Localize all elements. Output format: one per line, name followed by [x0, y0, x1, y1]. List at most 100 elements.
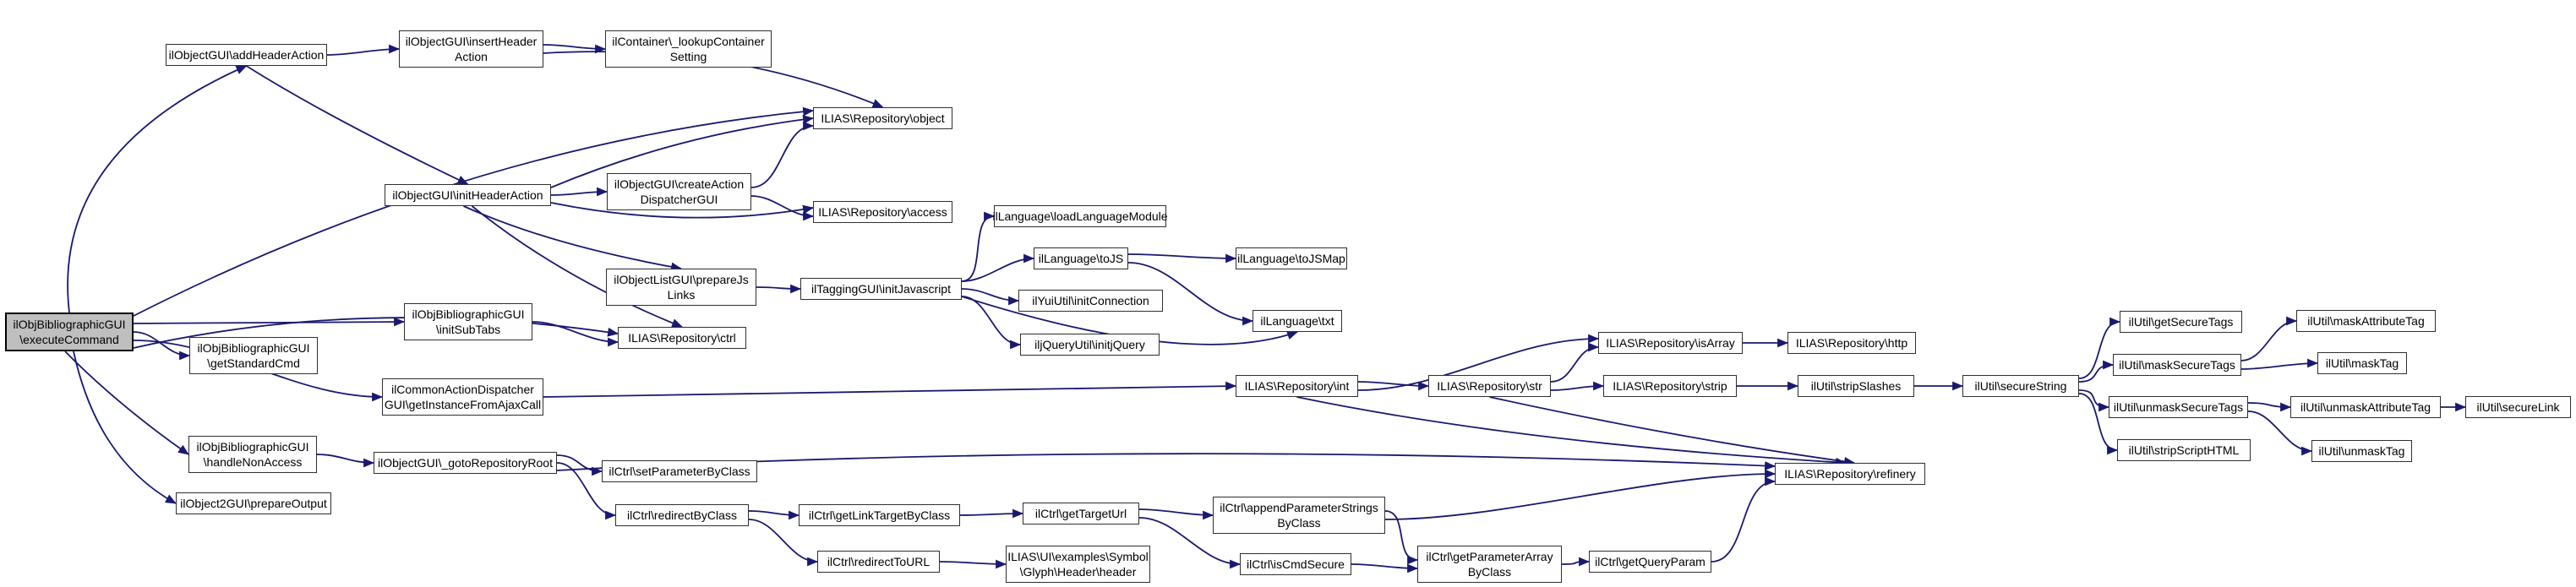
node-prepareJsLinks[interactable]: ilObjectListGUI\prepareJs Links: [606, 269, 756, 306]
node-label: ilUtil\secureString: [1974, 379, 2067, 393]
edge-redirectByClass-redirectToURL: [748, 519, 819, 567]
node-appendParameterStringsByClass[interactable]: ilCtrl\appendParameterStrings ByClass: [1213, 497, 1385, 534]
node-insertHeaderAction[interactable]: ilObjectGUI\insertHeader Action: [399, 30, 543, 68]
node-header[interactable]: ILIAS\UI\examples\Symbol \Glyph\Header\h…: [1006, 546, 1150, 583]
node-label: ilYuiUtil\initConnection: [1032, 294, 1149, 307]
node-isArray[interactable]: ILIAS\Repository\isArray: [1598, 332, 1743, 354]
edge-addHeaderAction-insertHeaderAction: [326, 44, 401, 56]
node-label: ilUtil\maskTag: [2325, 356, 2399, 370]
edge-executeCommand-getStandardCmd: [133, 331, 191, 361]
node-int[interactable]: ILIAS\Repository\int: [1236, 375, 1358, 397]
node-getStandardCmd[interactable]: ilObjBibliographicGUI \getStandardCmd: [189, 337, 318, 374]
node-unmaskTag[interactable]: ilUtil\unmaskTag: [2311, 440, 2412, 462]
node-unmaskAttributeTag[interactable]: ilUtil\unmaskAttributeTag: [2290, 396, 2441, 418]
node-executeCommand[interactable]: ilObjBibliographicGUI \executeCommand: [5, 313, 134, 351]
node-label: ilCtrl\getParameterArray ByClass: [1426, 550, 1553, 579]
node-label: ILIAS\Repository\access: [818, 205, 947, 219]
node-label: ilObjectGUI\initHeaderAction: [392, 188, 543, 202]
node-toJSMap[interactable]: ilLanguage\toJSMap: [1236, 247, 1347, 269]
node-prepareOutput[interactable]: ilObject2GUI\prepareOutput: [176, 492, 331, 514]
node-label: ILIAS\Repository\ctrl: [628, 331, 736, 345]
node-label: ILIAS\Repository\strip: [1613, 379, 1727, 393]
node-label: ilUtil\stripSlashes: [1810, 379, 1902, 393]
node-label: ilCtrl\getLinkTargetByClass: [808, 508, 951, 522]
node-initHeaderAction[interactable]: ilObjectGUI\initHeaderAction: [385, 184, 551, 206]
node-label: ilCtrl\getTargetUrl: [1034, 507, 1127, 520]
edge-str-strip: [1550, 381, 1605, 391]
node-getLinkTargetByClass[interactable]: ilCtrl\getLinkTargetByClass: [799, 504, 960, 526]
node-stripScriptHTML[interactable]: ilUtil\stripScriptHTML: [2117, 439, 2251, 461]
edge-initSubTabs-ctrl: [532, 321, 619, 347]
node-maskTag[interactable]: ilUtil\maskTag: [2317, 352, 2407, 374]
node-secureLink[interactable]: ilUtil\secureLink: [2465, 396, 2571, 418]
edge-initHeaderAction-createActionDispatcherGUI: [550, 187, 609, 197]
edge-getTargetUrl-appendParameterStringsByClass: [1138, 508, 1214, 520]
edge-prepareJsLinks-initJavascript: [756, 284, 802, 294]
node-lookupContainerSetting[interactable]: ilContainer\_lookupContainer Setting: [605, 30, 772, 68]
node-label: ilUtil\secureLink: [2476, 400, 2560, 414]
node-label: ILIAS\Repository\str: [1437, 379, 1542, 393]
node-initjQuery[interactable]: iljQueryUtil\initjQuery: [1020, 334, 1160, 356]
edge-getQueryParam-refinery: [1711, 476, 1776, 563]
edge-maskSecureTags-maskAttributeTag: [2240, 316, 2298, 361]
node-label: ilUtil\maskAttributeTag: [2307, 314, 2425, 328]
node-toJS[interactable]: ilLanguage\toJS: [1034, 247, 1128, 269]
node-initJavascript[interactable]: ilTaggingGUI\initJavascript: [800, 278, 962, 300]
node-label: ilObjectGUI\_gotoRepositoryRoot: [378, 456, 553, 470]
node-unmaskSecureTags[interactable]: ilUtil\unmaskSecureTags: [2109, 396, 2248, 418]
node-label: ilUtil\maskSecureTags: [2119, 358, 2235, 372]
node-label: ilLanguage\txt: [1260, 314, 1334, 328]
node-stripSlashes[interactable]: ilUtil\stripSlashes: [1798, 375, 1914, 397]
node-handleNonAccess[interactable]: ilObjBibliographicGUI \handleNonAccess: [188, 436, 317, 473]
node-label: ILIAS\UI\examples\Symbol \Glyph\Header\h…: [1007, 550, 1149, 579]
node-getParameterArrayByClass[interactable]: ilCtrl\getParameterArray ByClass: [1417, 546, 1562, 583]
node-txt[interactable]: ilLanguage\txt: [1253, 310, 1342, 332]
node-label: ilObjectGUI\createAction DispatcherGUI: [614, 177, 745, 206]
edge-secureString-maskSecureTags: [2078, 360, 2115, 383]
node-label: ilObjectGUI\addHeaderAction: [168, 48, 325, 62]
node-getQueryParam[interactable]: ilCtrl\getQueryParam: [1589, 551, 1711, 573]
edge-getLinkTargetByClass-getTargetUrl: [959, 508, 1024, 519]
node-strip[interactable]: ILIAS\Repository\strip: [1603, 375, 1737, 397]
node-object[interactable]: ILIAS\Repository\object: [813, 107, 952, 129]
node-redirectByClass[interactable]: ilCtrl\redirectByClass: [615, 504, 749, 526]
node-getInstanceFromAjaxCall[interactable]: ilCommonActionDispatcher GUI\getInstance…: [382, 378, 543, 416]
node-refinery[interactable]: ILIAS\Repository\refinery: [1775, 463, 1925, 485]
node-gotoRepositoryRoot[interactable]: ilObjectGUI\_gotoRepositoryRoot: [374, 452, 557, 474]
edge-gotoRepositoryRoot-setParameterByClass: [556, 454, 603, 476]
node-addHeaderAction[interactable]: ilObjectGUI\addHeaderAction: [166, 44, 327, 66]
node-access[interactable]: ILIAS\Repository\access: [813, 201, 952, 223]
edge-handleNonAccess-gotoRepositoryRoot: [316, 454, 375, 468]
node-loadLanguageModule[interactable]: ilLanguage\loadLanguageModule: [992, 205, 1168, 227]
node-label: ilCtrl\redirectByClass: [627, 508, 737, 522]
node-getSecureTags[interactable]: ilUtil\getSecureTags: [2120, 311, 2242, 333]
edge-initHeaderAction-ctrl: [471, 205, 684, 328]
node-maskSecureTags[interactable]: ilUtil\maskSecureTags: [2113, 354, 2241, 376]
node-setParameterByClass[interactable]: ilCtrl\setParameterByClass: [602, 460, 757, 482]
node-label: ilObject2GUI\prepareOutput: [180, 497, 327, 510]
edge-createActionDispatcherGUI-access: [750, 195, 815, 221]
node-str[interactable]: ILIAS\Repository\str: [1428, 375, 1551, 397]
node-label: ilLanguage\toJSMap: [1237, 252, 1345, 265]
node-createActionDispatcherGUI[interactable]: ilObjectGUI\createAction DispatcherGUI: [607, 173, 751, 210]
edge-getTargetUrl-isCmdSecure: [1138, 517, 1242, 569]
node-label: ilLanguage\toJS: [1038, 252, 1124, 265]
node-maskAttributeTag[interactable]: ilUtil\maskAttributeTag: [2296, 310, 2436, 332]
edge-initJavascript-txt: [961, 296, 1299, 345]
node-getTargetUrl[interactable]: ilCtrl\getTargetUrl: [1023, 503, 1139, 524]
node-http[interactable]: ILIAS\Repository\http: [1787, 332, 1916, 354]
node-label: ILIAS\Repository\object: [821, 111, 945, 125]
node-redirectToURL[interactable]: ilCtrl\redirectToURL: [817, 551, 940, 573]
node-secureString[interactable]: ilUtil\secureString: [1962, 375, 2079, 397]
node-initConnection[interactable]: ilYuiUtil\initConnection: [1018, 290, 1163, 312]
edge-secureString-stripScriptHTML: [2078, 393, 2119, 455]
node-label: ilObjBibliographicGUI \getStandardCmd: [197, 341, 310, 370]
edge-initJavascript-initConnection: [961, 288, 1020, 306]
node-initSubTabs[interactable]: ilObjBibliographicGUI \initSubTabs: [404, 303, 532, 340]
edge-createActionDispatcherGUI-object: [750, 121, 815, 188]
node-ctrl[interactable]: ILIAS\Repository\ctrl: [618, 327, 746, 349]
node-label: ilCtrl\appendParameterStrings ByClass: [1220, 501, 1378, 530]
node-isCmdSecure[interactable]: ilCtrl\isCmdSecure: [1240, 553, 1351, 575]
edge-initHeaderAction-prepareJsLinks: [463, 205, 683, 272]
